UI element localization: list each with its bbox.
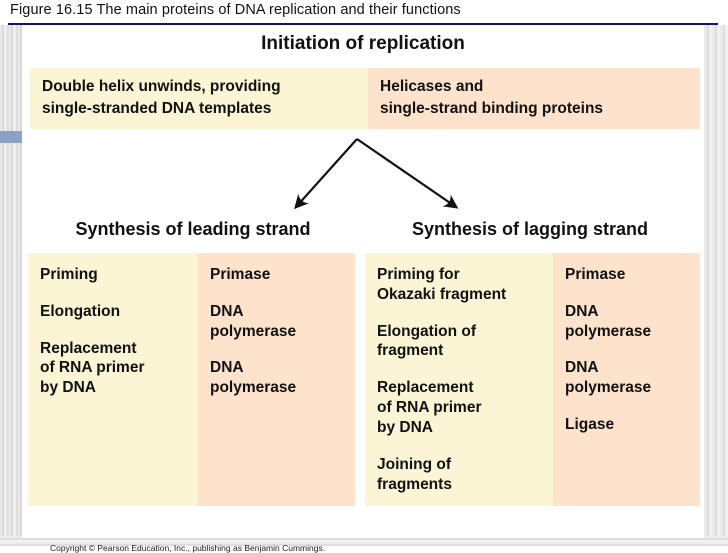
heading-initiation-of-replication: Initiation of replication [261, 33, 465, 54]
initiation-protein-cell: Helicases and single-strand binding prot… [368, 68, 700, 129]
initiation-row: Double helix unwinds, providing single-s… [30, 68, 700, 129]
copyright-notice: Copyright © Pearson Education, Inc., pub… [50, 543, 326, 553]
heading-synthesis-of-leading-strand: Synthesis of leading strand [75, 219, 311, 239]
page-title: Figure 16.15 The main proteins of DNA re… [10, 2, 461, 18]
initiation-protein-line-2: single-strand binding proteins [380, 100, 604, 117]
bottom-gutter-texture [0, 536, 728, 546]
leading-function-0: Priming [40, 266, 98, 283]
table-column-gap [355, 253, 365, 506]
branch-arrow-left [294, 138, 358, 210]
branch-arrow-right [356, 138, 459, 209]
initiation-function-line-2: single-stranded DNA templates [42, 100, 272, 117]
title-divider-rule [8, 23, 718, 25]
leading-protein-0: Primase [210, 266, 271, 283]
initiation-function-line-1: Double helix unwinds, providing [42, 78, 281, 95]
figure-canvas: Initiation of replication Double helix u… [22, 25, 704, 553]
initiation-protein-line-1: Helicases and [380, 78, 484, 95]
blue-tab-marker [0, 131, 22, 143]
branch-arrows-group [294, 138, 459, 210]
initiation-function-cell: Double helix unwinds, providing single-s… [30, 68, 368, 129]
right-gutter-texture [704, 0, 728, 546]
slide-title-bar: Figure 16.15 The main proteins of DNA re… [0, 0, 728, 25]
lagging-protein-0: Primase [565, 266, 626, 283]
leading-function-1: Elongation [40, 302, 121, 320]
left-gutter-texture [0, 0, 24, 546]
heading-synthesis-of-lagging-strand: Synthesis of lagging strand [411, 219, 649, 239]
lagging-protein-3: Ligase [565, 416, 615, 434]
